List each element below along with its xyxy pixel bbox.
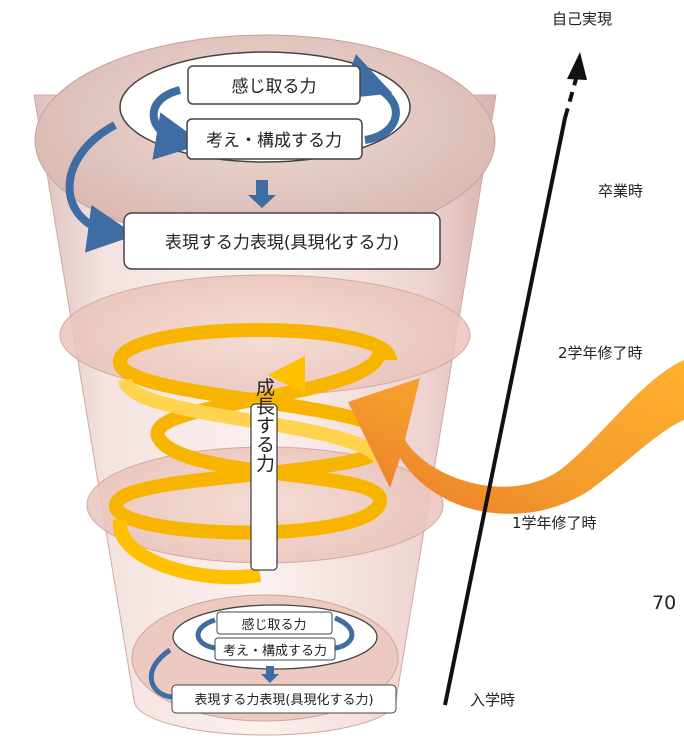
top-box-express — [123, 212, 441, 270]
spiral-arrowhead — [268, 356, 305, 394]
bottom-box-feel — [216, 611, 333, 635]
top-box-think — [186, 118, 363, 160]
label-year1: 1学年修了時 — [512, 514, 597, 532]
bottom-box-feel-label: 感じ取る力 — [241, 617, 306, 633]
label-entry: 入学時 — [470, 691, 515, 709]
label-year2: 2学年修了時 — [558, 344, 643, 362]
center-label-box — [250, 403, 278, 571]
down-arrow-icon — [248, 180, 276, 208]
timeline-line — [443, 117, 567, 706]
bottom-box-think-label: 考え・構成する力 — [223, 644, 327, 659]
top-box-feel — [187, 65, 361, 105]
orange-arrow — [348, 360, 684, 514]
center-label: 成長する力 — [253, 377, 275, 472]
cut-text: 70 — [652, 592, 676, 614]
top-box-express-label: 表現する力表現(具現化する力) — [165, 233, 399, 253]
bottom-cycle-arrows — [148, 615, 355, 700]
top-box-feel-label: 感じ取る力 — [232, 77, 317, 97]
bottom-box-think — [214, 637, 336, 661]
bottom-down-arrow-icon — [261, 666, 279, 683]
timeline-arrowhead-icon — [567, 52, 587, 80]
label-graduation: 卒業時 — [598, 182, 643, 200]
bottom-box-express — [171, 684, 397, 714]
bottom-box-express-label: 表現する力表現(具現化する力) — [194, 693, 373, 708]
growth-spiral — [109, 323, 398, 585]
top-box-think-label: 考え・構成する力 — [206, 131, 342, 151]
timeline-dashed — [563, 71, 580, 119]
label-goal: 自己実現 — [552, 10, 612, 28]
top-cycle-arrows — [65, 54, 400, 253]
